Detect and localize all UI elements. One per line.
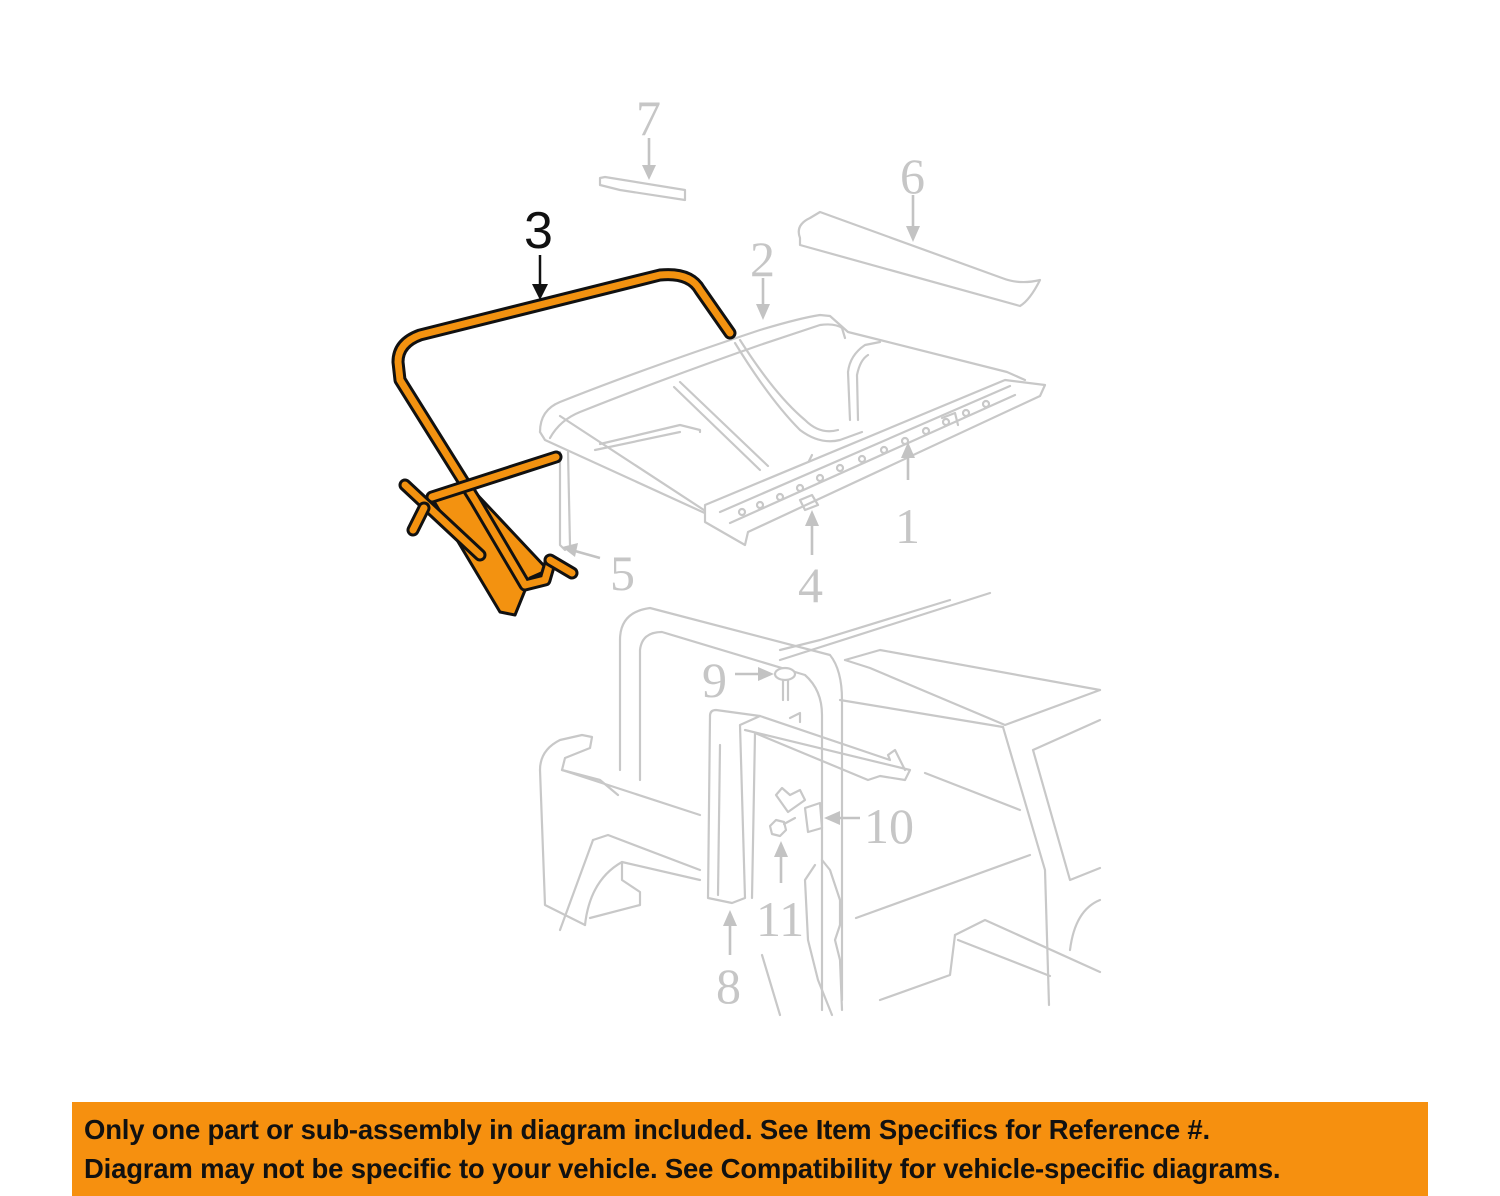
callout-4: 4 [798,557,823,613]
disclaimer-line-1: Only one part or sub-assembly in diagram… [84,1114,1210,1145]
part-6-header-trim [797,210,1042,308]
callout-10: 10 [864,798,914,854]
part-7-pad [598,175,687,202]
callout-3: 3 [524,202,553,260]
part-8-pillar-trim [706,708,912,905]
part-4-bracket [798,411,960,512]
callout-5: 5 [610,545,635,601]
callout-1: 1 [895,498,920,554]
callout-7: 7 [636,90,661,146]
rail-holes [737,399,991,517]
vehicle-body-ghost [538,591,1102,1017]
part-1-rail [703,378,1047,547]
part-10-clip [774,786,824,834]
callout-8: 8 [716,958,741,1014]
disclaimer-line-2: Diagram may not be specific to your vehi… [84,1153,1281,1184]
part-9-pin [773,666,797,702]
part-3-windshield-frame [391,268,737,617]
disclaimer-banner: Only one part or sub-assembly in diagram… [72,1102,1428,1196]
part-2-bow-frame [538,313,1027,552]
parts-diagram: 3 7 6 2 1 4 5 9 10 11 8 [391,90,1102,1017]
part-11-bolt [768,816,797,838]
callout-9: 9 [702,652,727,708]
callout-2: 2 [750,231,775,287]
callout-arrows [532,138,920,955]
callout-6: 6 [900,148,925,204]
callout-11: 11 [756,891,804,947]
